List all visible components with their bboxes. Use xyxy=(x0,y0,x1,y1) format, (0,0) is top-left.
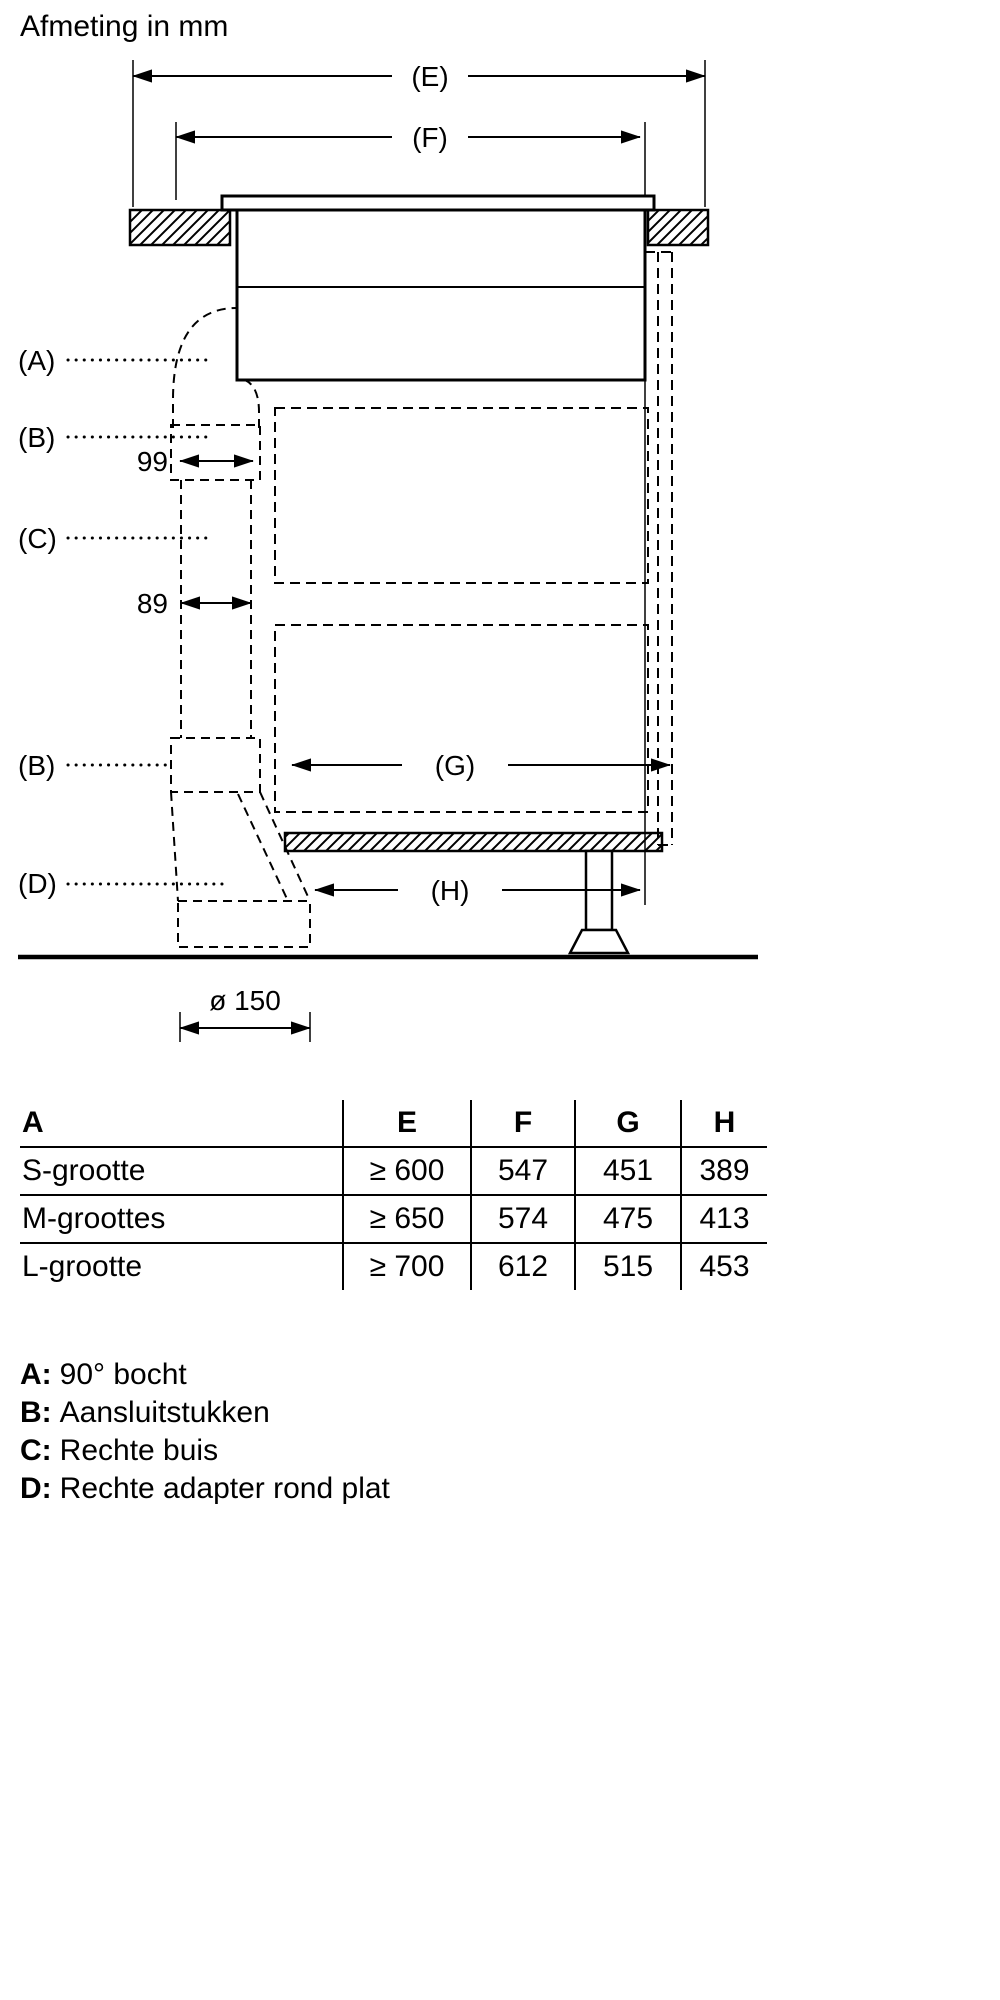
row-label: L-grootte xyxy=(22,1250,143,1283)
adapter-left xyxy=(170,791,179,902)
part-label-a: (A) xyxy=(18,345,55,376)
table-header-h: H xyxy=(680,1100,767,1147)
table-row: L-grootte ≥ 700 612 515 453 xyxy=(20,1243,767,1290)
dimension-f: (F) xyxy=(175,122,641,200)
dimension-g: (G) xyxy=(291,750,671,781)
legend-item-b: B:Aansluitstukken xyxy=(20,1394,390,1432)
legend-text: 90° bocht xyxy=(59,1358,187,1391)
row-label: S-grootte xyxy=(22,1154,146,1187)
value-g: 451 xyxy=(574,1147,681,1195)
plinth-shelf-hatch xyxy=(283,831,664,853)
table-row: M-groottes ≥ 650 574 475 413 xyxy=(20,1195,767,1243)
elbow-inner xyxy=(236,377,260,428)
part-label-d: (D) xyxy=(18,868,57,899)
table-row: S-grootte ≥ 600 547 451 389 xyxy=(20,1147,767,1195)
legend-text: Rechte buis xyxy=(59,1434,219,1467)
value-h: 413 xyxy=(680,1195,767,1243)
dimension-99: 99 xyxy=(137,446,254,477)
part-label-b-upper: (B) xyxy=(18,422,55,453)
part-labels: (A) (B) (C) (B) (D) xyxy=(18,345,232,899)
page-title: Afmeting in mm xyxy=(20,10,229,43)
size-table: A E F G H S-grootte ≥ 600 547 451 389 M-… xyxy=(20,1100,767,1290)
row-label: M-groottes xyxy=(22,1202,166,1235)
legend-key: B: xyxy=(20,1396,52,1429)
connector-lower xyxy=(170,737,261,793)
dim-g-label: (G) xyxy=(435,750,475,781)
legend-item-d: D:Rechte adapter rond plat xyxy=(20,1470,390,1508)
hob xyxy=(220,194,656,382)
table-header-row: A E F G H xyxy=(20,1100,767,1147)
value-f: 547 xyxy=(470,1147,575,1195)
dimension-h: (H) xyxy=(314,875,641,906)
dim-89-label: 89 xyxy=(137,588,168,619)
cabinet-lower-space xyxy=(274,624,649,813)
cabinet-upper-space xyxy=(274,407,649,584)
connector-upper xyxy=(170,424,261,481)
value-e: ≥ 600 xyxy=(342,1147,471,1195)
legend-key: C: xyxy=(20,1434,52,1467)
flat-outlet xyxy=(177,900,311,948)
table-header-a: A xyxy=(22,1106,44,1139)
table-header-e: E xyxy=(342,1100,471,1147)
dimension-e: (E) xyxy=(132,60,706,207)
value-e: ≥ 700 xyxy=(342,1243,471,1290)
cabinet-foot xyxy=(567,928,631,955)
dim-99-label: 99 xyxy=(137,446,168,477)
legend-text: Aansluitstukken xyxy=(59,1396,270,1429)
legend-key: D: xyxy=(20,1472,52,1505)
dimension-diameter: ø 150 xyxy=(179,985,311,1042)
value-g: 475 xyxy=(574,1195,681,1243)
value-h: 389 xyxy=(680,1147,767,1195)
worktop-left-hatch xyxy=(128,208,232,247)
part-label-c: (C) xyxy=(18,523,57,554)
legend-item-c: C:Rechte buis xyxy=(20,1432,390,1470)
legend-text: Rechte adapter rond plat xyxy=(59,1472,390,1505)
value-e: ≥ 650 xyxy=(342,1195,471,1243)
duct-run xyxy=(170,307,311,948)
plinth xyxy=(283,831,664,955)
value-f: 612 xyxy=(470,1243,575,1290)
adapter-slant-inner xyxy=(237,793,289,902)
legend: A:90° bocht B:Aansluitstukken C:Rechte b… xyxy=(20,1356,390,1508)
hob-body xyxy=(235,208,647,382)
dim-f-label: (F) xyxy=(412,122,448,153)
worktop-right-hatch xyxy=(646,208,710,247)
installation-diagram: (E) (F) (G) (H) 99 89 xyxy=(18,60,758,1042)
value-g: 515 xyxy=(574,1243,681,1290)
dim-h-label: (H) xyxy=(431,875,470,906)
value-f: 574 xyxy=(470,1195,575,1243)
hob-top-plate xyxy=(220,194,656,212)
elbow-outer xyxy=(172,307,238,428)
table-header-f: F xyxy=(470,1100,575,1147)
adapter-slant-outer xyxy=(259,791,311,902)
legend-key: A: xyxy=(20,1358,52,1391)
worktop xyxy=(128,208,710,247)
table-header-g: G xyxy=(574,1100,681,1147)
dim-diameter-label: ø 150 xyxy=(209,985,281,1016)
dim-e-label: (E) xyxy=(411,61,448,92)
dimension-89: 89 xyxy=(137,588,252,619)
size-table-wrap: A E F G H S-grootte ≥ 600 547 451 389 M-… xyxy=(20,1100,767,1290)
legend-item-a: A:90° bocht xyxy=(20,1356,390,1394)
part-label-b-lower: (B) xyxy=(18,750,55,781)
value-h: 453 xyxy=(680,1243,767,1290)
